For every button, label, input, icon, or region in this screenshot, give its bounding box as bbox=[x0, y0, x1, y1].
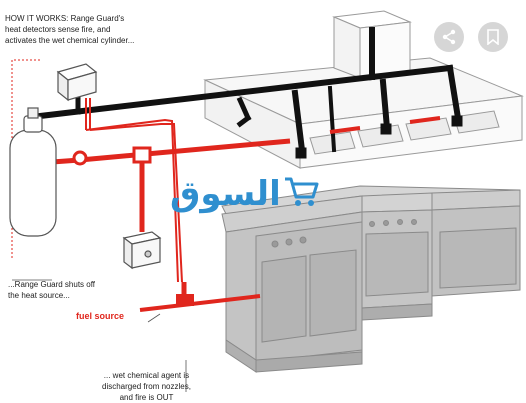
caption-line: ... wet chemical agent is bbox=[103, 371, 190, 380]
fuel-source-label: fuel source bbox=[76, 311, 125, 321]
bookmark-icon[interactable] bbox=[478, 22, 508, 52]
share-icon[interactable] bbox=[434, 22, 464, 52]
caption-discharged: ... wet chemical agent is discharged fro… bbox=[102, 370, 191, 403]
caption-shuts-off: ...Range Guard shuts off the heat source… bbox=[8, 279, 95, 301]
watermark-logo: السوق bbox=[170, 174, 319, 214]
wet-chemical-cylinder bbox=[9, 107, 57, 237]
caption-line: activates the wet chemical cylinder... bbox=[5, 36, 135, 45]
caption-how-it-works: HOW IT WORKS: Range Guard's heat detecto… bbox=[5, 13, 134, 46]
agent-piping bbox=[36, 27, 463, 159]
cooking-equipment bbox=[221, 185, 521, 373]
caption-line: heat detectors sense fire, and bbox=[5, 25, 111, 34]
watermark-text: السوق bbox=[170, 174, 282, 214]
exhaust-hood bbox=[203, 57, 524, 169]
caption-line: the heat source... bbox=[8, 291, 70, 300]
control-box bbox=[56, 63, 98, 102]
leader-lines bbox=[12, 279, 187, 392]
caption-line: HOW IT WORKS: Range Guard's bbox=[5, 14, 125, 23]
caption-line: ...Range Guard shuts off bbox=[8, 280, 96, 289]
caption-line: discharged from nozzles, bbox=[102, 382, 191, 391]
caption-line: and fire is OUT bbox=[119, 393, 174, 402]
overlay-actions bbox=[434, 22, 508, 52]
shopping-cart-icon bbox=[283, 175, 319, 214]
manual-pull-station bbox=[122, 231, 162, 270]
